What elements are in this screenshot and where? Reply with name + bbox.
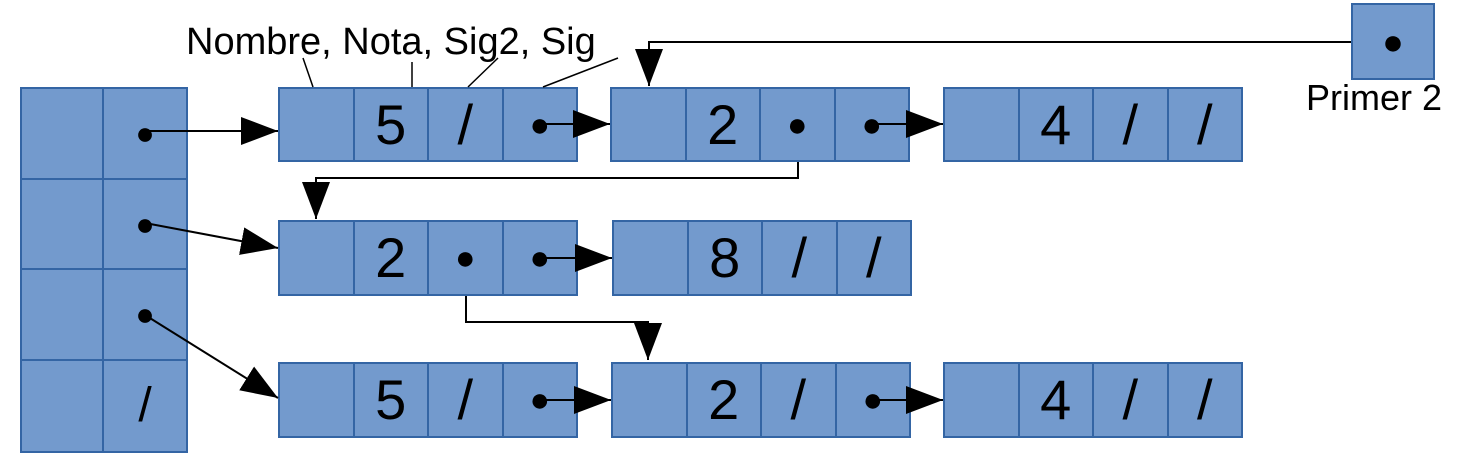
null-slash: /: [1166, 89, 1242, 160]
field-nota-value: 2: [684, 89, 760, 160]
arrow-primer-to-r1n2: [635, 41, 1351, 86]
array-slot-cell: [22, 360, 104, 451]
primer-pointer-box: ●: [1351, 3, 1435, 80]
pointer-dot-icon: ●: [834, 364, 910, 436]
list-node-r3n1: 5 / ●: [278, 362, 578, 438]
field-nombre-cell: [613, 364, 686, 436]
field-nombre-cell: [614, 222, 687, 294]
null-slash: /: [1092, 364, 1167, 436]
array-pointer-dot-icon: ●: [104, 270, 186, 361]
null-slash: /: [760, 364, 835, 436]
field-nombre-cell: [280, 222, 353, 294]
field-nota-value: 4: [1017, 364, 1093, 436]
arrow-r2n1-sig2-to-r3n2: [465, 296, 662, 360]
field-nota-value: 2: [685, 364, 761, 436]
array-slot-cell: [22, 179, 104, 270]
array-slot-cell: [22, 270, 104, 361]
field-nombre-cell: [280, 364, 353, 436]
list-node-r2n2: 8 / /: [612, 220, 912, 296]
list-node-r3n2: 2 / ●: [611, 362, 911, 438]
pointer-dot-icon: ●: [501, 222, 577, 294]
array-null-slash: /: [138, 378, 152, 432]
pointer-array: ● ● ● /: [20, 87, 188, 453]
array-slot-cell: [22, 89, 104, 180]
pointer-dot-icon: ●: [501, 364, 577, 436]
field-nombre-cell: [945, 364, 1018, 436]
pointer-dot-icon: ●: [1382, 20, 1404, 62]
null-slash: /: [427, 89, 502, 160]
null-slash: /: [761, 222, 836, 294]
pointer-dot-icon: ●: [427, 222, 502, 294]
pointer-dot-icon: ●: [833, 89, 909, 160]
primer-caption: Primer 2: [1306, 77, 1443, 118]
array-pointer-dot-icon: ●: [104, 89, 186, 180]
fields-caption: Nombre, Nota, Sig2, Sig: [186, 21, 596, 63]
list-node-r1n3: 4 / /: [943, 87, 1243, 162]
null-slash: /: [1092, 89, 1167, 160]
pointer-dot-icon: ●: [501, 89, 577, 160]
array-pointer-dot-icon: ●: [104, 180, 186, 270]
null-slash: /: [1166, 364, 1242, 436]
list-node-r2n1: 2 ● ●: [278, 220, 578, 296]
field-nota-value: 2: [352, 222, 428, 294]
field-nombre-cell: [945, 89, 1018, 160]
null-slash: /: [427, 364, 502, 436]
list-node-r3n3: 4 / /: [943, 362, 1243, 438]
pointer-dot-icon: ●: [759, 89, 834, 160]
list-node-r1n2: 2 ● ●: [610, 87, 910, 162]
field-nota-value: 5: [352, 364, 428, 436]
arrow-r1n2-sig2-to-r2n1: [302, 162, 799, 219]
field-nota-value: 4: [1017, 89, 1093, 160]
field-nombre-cell: [612, 89, 685, 160]
field-nota-value: 5: [352, 89, 428, 160]
field-nota-value: 8: [686, 222, 762, 294]
null-slash: /: [835, 222, 911, 294]
field-nombre-cell: [280, 89, 353, 160]
list-node-r1n1: 5 / ●: [278, 87, 578, 162]
